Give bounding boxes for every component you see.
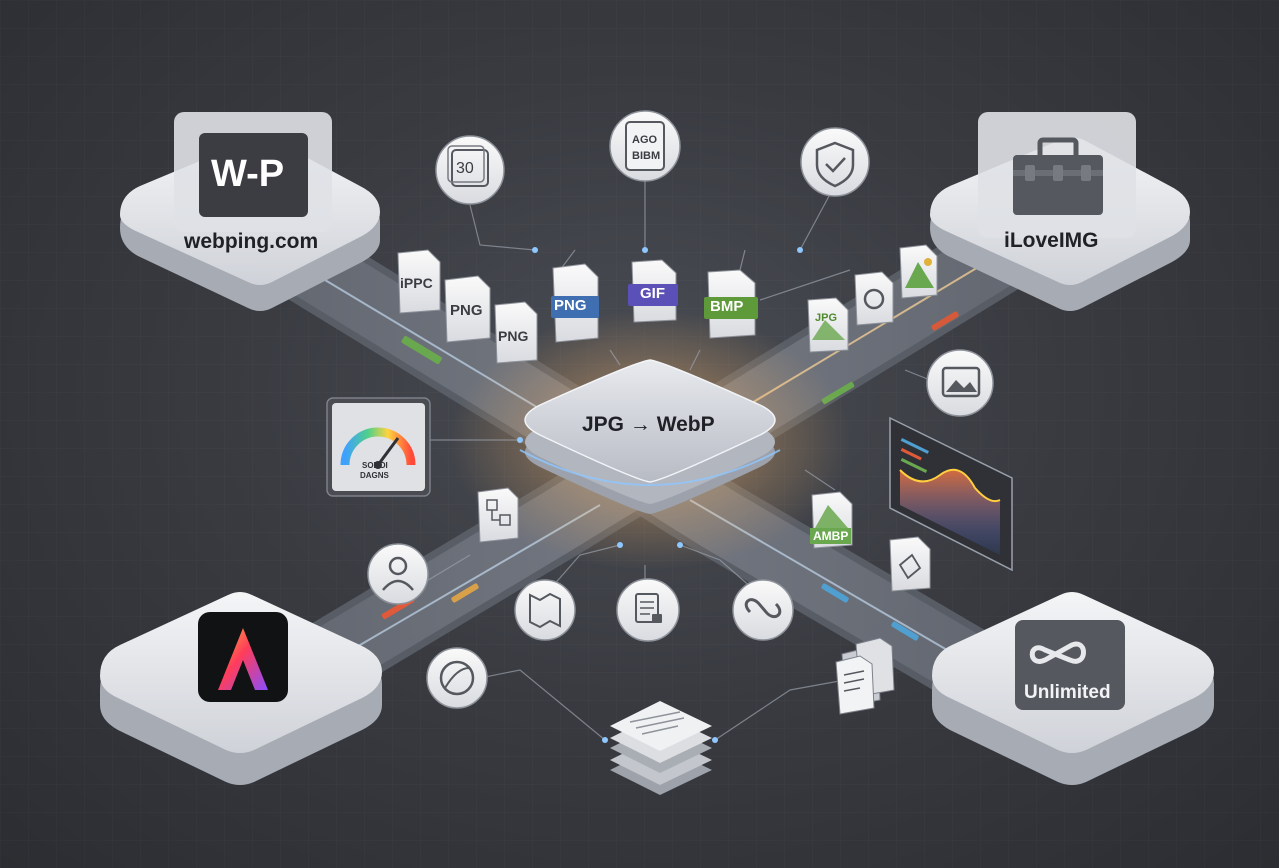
file-tile-bmp[interactable] (704, 269, 758, 339)
webping-logo-text: W-P (211, 153, 285, 195)
gauge-text-1: SODOI (362, 461, 388, 470)
toolbox-icon (1013, 137, 1103, 215)
bmp-chip (704, 297, 758, 319)
file-label-jpg: JPG (815, 312, 838, 324)
map-badge[interactable] (514, 579, 576, 641)
unlimited-badge (1015, 620, 1125, 710)
webping-logo-icon (199, 133, 308, 217)
puzzle-icon (898, 553, 922, 580)
user-icon (388, 556, 408, 576)
png-chip (551, 296, 599, 318)
globe-badge[interactable] (426, 647, 488, 709)
chip-label-gif: GIF (640, 285, 665, 302)
adobe-a-mark (218, 628, 268, 690)
secure-document-badge[interactable] (616, 578, 680, 642)
calendar-number: 30 (456, 160, 474, 177)
user-badge[interactable] (367, 543, 429, 605)
file-label-ambp: AMBP (810, 528, 852, 544)
chip-label-png: PNG (554, 297, 587, 314)
hub-label: JPG → WebP (582, 413, 715, 436)
iloveimg-label: iLoveIMG (1004, 229, 1099, 252)
gauge-needle (376, 437, 400, 466)
file-tile-gif[interactable] (628, 259, 678, 323)
file-label-ippc: iPPC (400, 275, 433, 291)
gauge-arc (340, 427, 416, 466)
unlimited-label: Unlimited (1024, 682, 1111, 703)
network-tile[interactable] (477, 487, 519, 543)
globe-icon (439, 660, 475, 696)
security-badge[interactable] (800, 127, 870, 197)
gear-icon (863, 288, 885, 310)
format-line-2: BIBM (632, 150, 661, 162)
map-icon (529, 592, 561, 629)
webping-label: webping.com (184, 230, 319, 253)
file-label-png-2: PNG (498, 328, 529, 344)
file-tile-jpg[interactable] (807, 297, 849, 353)
calendar-badge[interactable] (435, 135, 505, 205)
picture-icon (941, 366, 981, 398)
document-lock-icon (635, 593, 659, 623)
analytics-panel[interactable] (889, 416, 1013, 572)
documents-stack-icon[interactable] (835, 637, 895, 715)
gif-chip (628, 284, 678, 306)
shield-icon (815, 141, 855, 188)
puzzle-file-tile[interactable] (889, 536, 931, 592)
platform-webping[interactable] (120, 112, 380, 311)
format-line-1: AGO (632, 134, 658, 146)
image-badge[interactable] (926, 349, 994, 417)
file-label-png-1: PNG (450, 302, 483, 319)
conversion-hub[interactable] (519, 359, 781, 514)
infinity-icon (1029, 641, 1086, 664)
checkmark-icon (825, 157, 846, 173)
link-icon (744, 598, 782, 618)
chip-label-bmp: BMP (710, 298, 744, 315)
file-tile-png-2[interactable] (494, 301, 538, 364)
file-tile-png-center[interactable] (551, 263, 599, 343)
platform-adobe[interactable] (100, 592, 382, 785)
file-tile-settings[interactable] (854, 271, 894, 326)
connector-nodes (517, 247, 803, 743)
link-badge[interactable] (732, 579, 794, 641)
gauge-text-2: DAGNS (360, 471, 389, 480)
speed-gauge[interactable] (326, 397, 431, 497)
format-badge[interactable] (609, 110, 681, 182)
layers-stack-icon[interactable] (610, 701, 712, 795)
platform-unlimited[interactable] (932, 592, 1214, 785)
file-tile-ippc[interactable] (397, 249, 441, 314)
file-tile-png-1[interactable] (444, 275, 491, 343)
file-tile-image[interactable] (899, 244, 938, 299)
platform-iloveimg[interactable] (930, 112, 1190, 311)
